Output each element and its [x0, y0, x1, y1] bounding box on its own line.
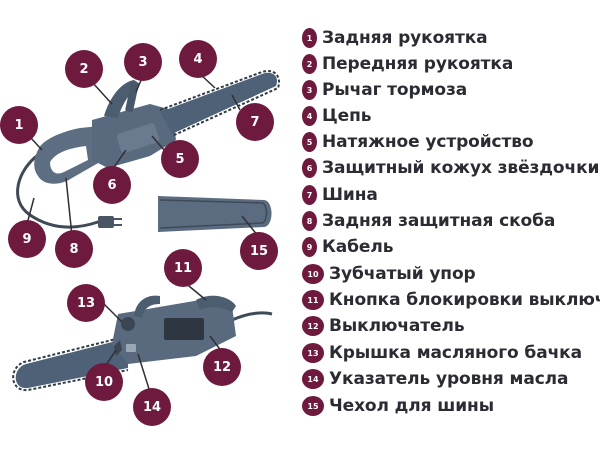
legend-number-badge: 6 [302, 158, 317, 178]
legend-number-badge: 15 [302, 396, 324, 416]
legend-item-10: 10 Зубчатый упор [302, 264, 476, 284]
lower-saw-oil-window [126, 344, 136, 352]
legend-label: Задняя защитная скоба [322, 211, 556, 231]
legend-number-badge: 1 [302, 28, 317, 48]
legend-number-badge: 13 [302, 343, 324, 363]
callout-11: 11 [164, 249, 202, 287]
legend-item-1: 1 Задняя рукоятка [302, 28, 488, 48]
callout-6: 6 [93, 166, 131, 204]
legend-item-12: 12 Выключатель [302, 316, 465, 336]
legend-label: Шина [322, 185, 378, 205]
legend-label: Выключатель [329, 316, 465, 336]
legend-number-badge: 7 [302, 185, 317, 205]
upper-saw-bar [160, 72, 278, 134]
callout-12: 12 [203, 348, 241, 386]
legend-number-badge: 10 [302, 264, 324, 284]
legend-label: Кнопка блокировки выключат [329, 290, 600, 310]
upper-saw-sprocket-cover [116, 123, 160, 153]
callout-1: 1 [0, 106, 38, 144]
legend-number-badge: 2 [302, 54, 317, 74]
upper-saw-plug [98, 216, 114, 228]
legend-label: Рычаг тормоза [322, 80, 468, 100]
callout-13: 13 [67, 284, 105, 322]
legend-number-badge: 8 [302, 211, 317, 231]
legend-item-7: 7 Шина [302, 185, 378, 205]
legend-label: Зубчатый упор [329, 264, 476, 284]
upper-chainsaw [16, 70, 280, 229]
callout-3: 3 [124, 43, 162, 81]
callout-5: 5 [161, 140, 199, 178]
legend-item-4: 4 Цепь [302, 106, 372, 126]
callout-2: 2 [65, 50, 103, 88]
legend-number-badge: 3 [302, 80, 317, 100]
legend-label: Задняя рукоятка [322, 28, 488, 48]
callout-15: 15 [240, 232, 278, 270]
legend-item-11: 11 Кнопка блокировки выключат [302, 290, 600, 310]
legend-item-15: 15 Чехол для шины [302, 396, 494, 416]
legend-label: Передняя рукоятка [322, 54, 514, 74]
legend-number-badge: 4 [302, 106, 317, 126]
callout-9: 9 [8, 220, 46, 258]
callout-10: 10 [85, 363, 123, 401]
callout-4: 4 [179, 40, 217, 78]
lower-saw-bar [15, 338, 129, 389]
legend-label: Натяжное устройство [322, 132, 534, 152]
lower-saw-oil-cap [121, 317, 135, 331]
lower-saw-front-handle [134, 295, 160, 318]
legend-item-9: 9 Кабель [302, 237, 393, 257]
legend-item-6: 6 Защитный кожух звёздочки [302, 158, 599, 178]
legend-item-8: 8 Задняя защитная скоба [302, 211, 555, 231]
legend-label: Кабель [322, 237, 394, 257]
legend-item-13: 13 Крышка масляного бачка [302, 343, 582, 363]
legend-item-3: 3 Рычаг тормоза [302, 80, 467, 100]
callout-14: 14 [133, 388, 171, 426]
legend-label: Чехол для шины [329, 396, 494, 416]
bar-cover [158, 196, 272, 232]
lower-saw-label-plate [164, 318, 204, 340]
callout-8: 8 [55, 230, 93, 268]
lower-chainsaw [12, 295, 273, 392]
legend-number-badge: 12 [302, 316, 324, 336]
legend-item-5: 5 Натяжное устройство [302, 132, 534, 152]
legend-label: Указатель уровня масла [329, 369, 569, 389]
legend-label: Цепь [322, 106, 372, 126]
legend-number-badge: 9 [302, 237, 317, 257]
lower-saw-cable [231, 311, 273, 322]
callout-7: 7 [236, 103, 274, 141]
legend-item-14: 14 Указатель уровня масла [302, 369, 569, 389]
lower-saw-spike-bumper [114, 340, 122, 356]
legend-label: Защитный кожух звёздочки [322, 158, 600, 178]
legend-number-badge: 11 [302, 290, 324, 310]
upper-saw-brake-lever [125, 81, 139, 113]
legend-number-badge: 14 [302, 369, 324, 389]
legend-item-2: 2 Передняя рукоятка [302, 54, 513, 74]
legend-label: Крышка масляного бачка [329, 343, 582, 363]
legend-number-badge: 5 [302, 132, 317, 152]
